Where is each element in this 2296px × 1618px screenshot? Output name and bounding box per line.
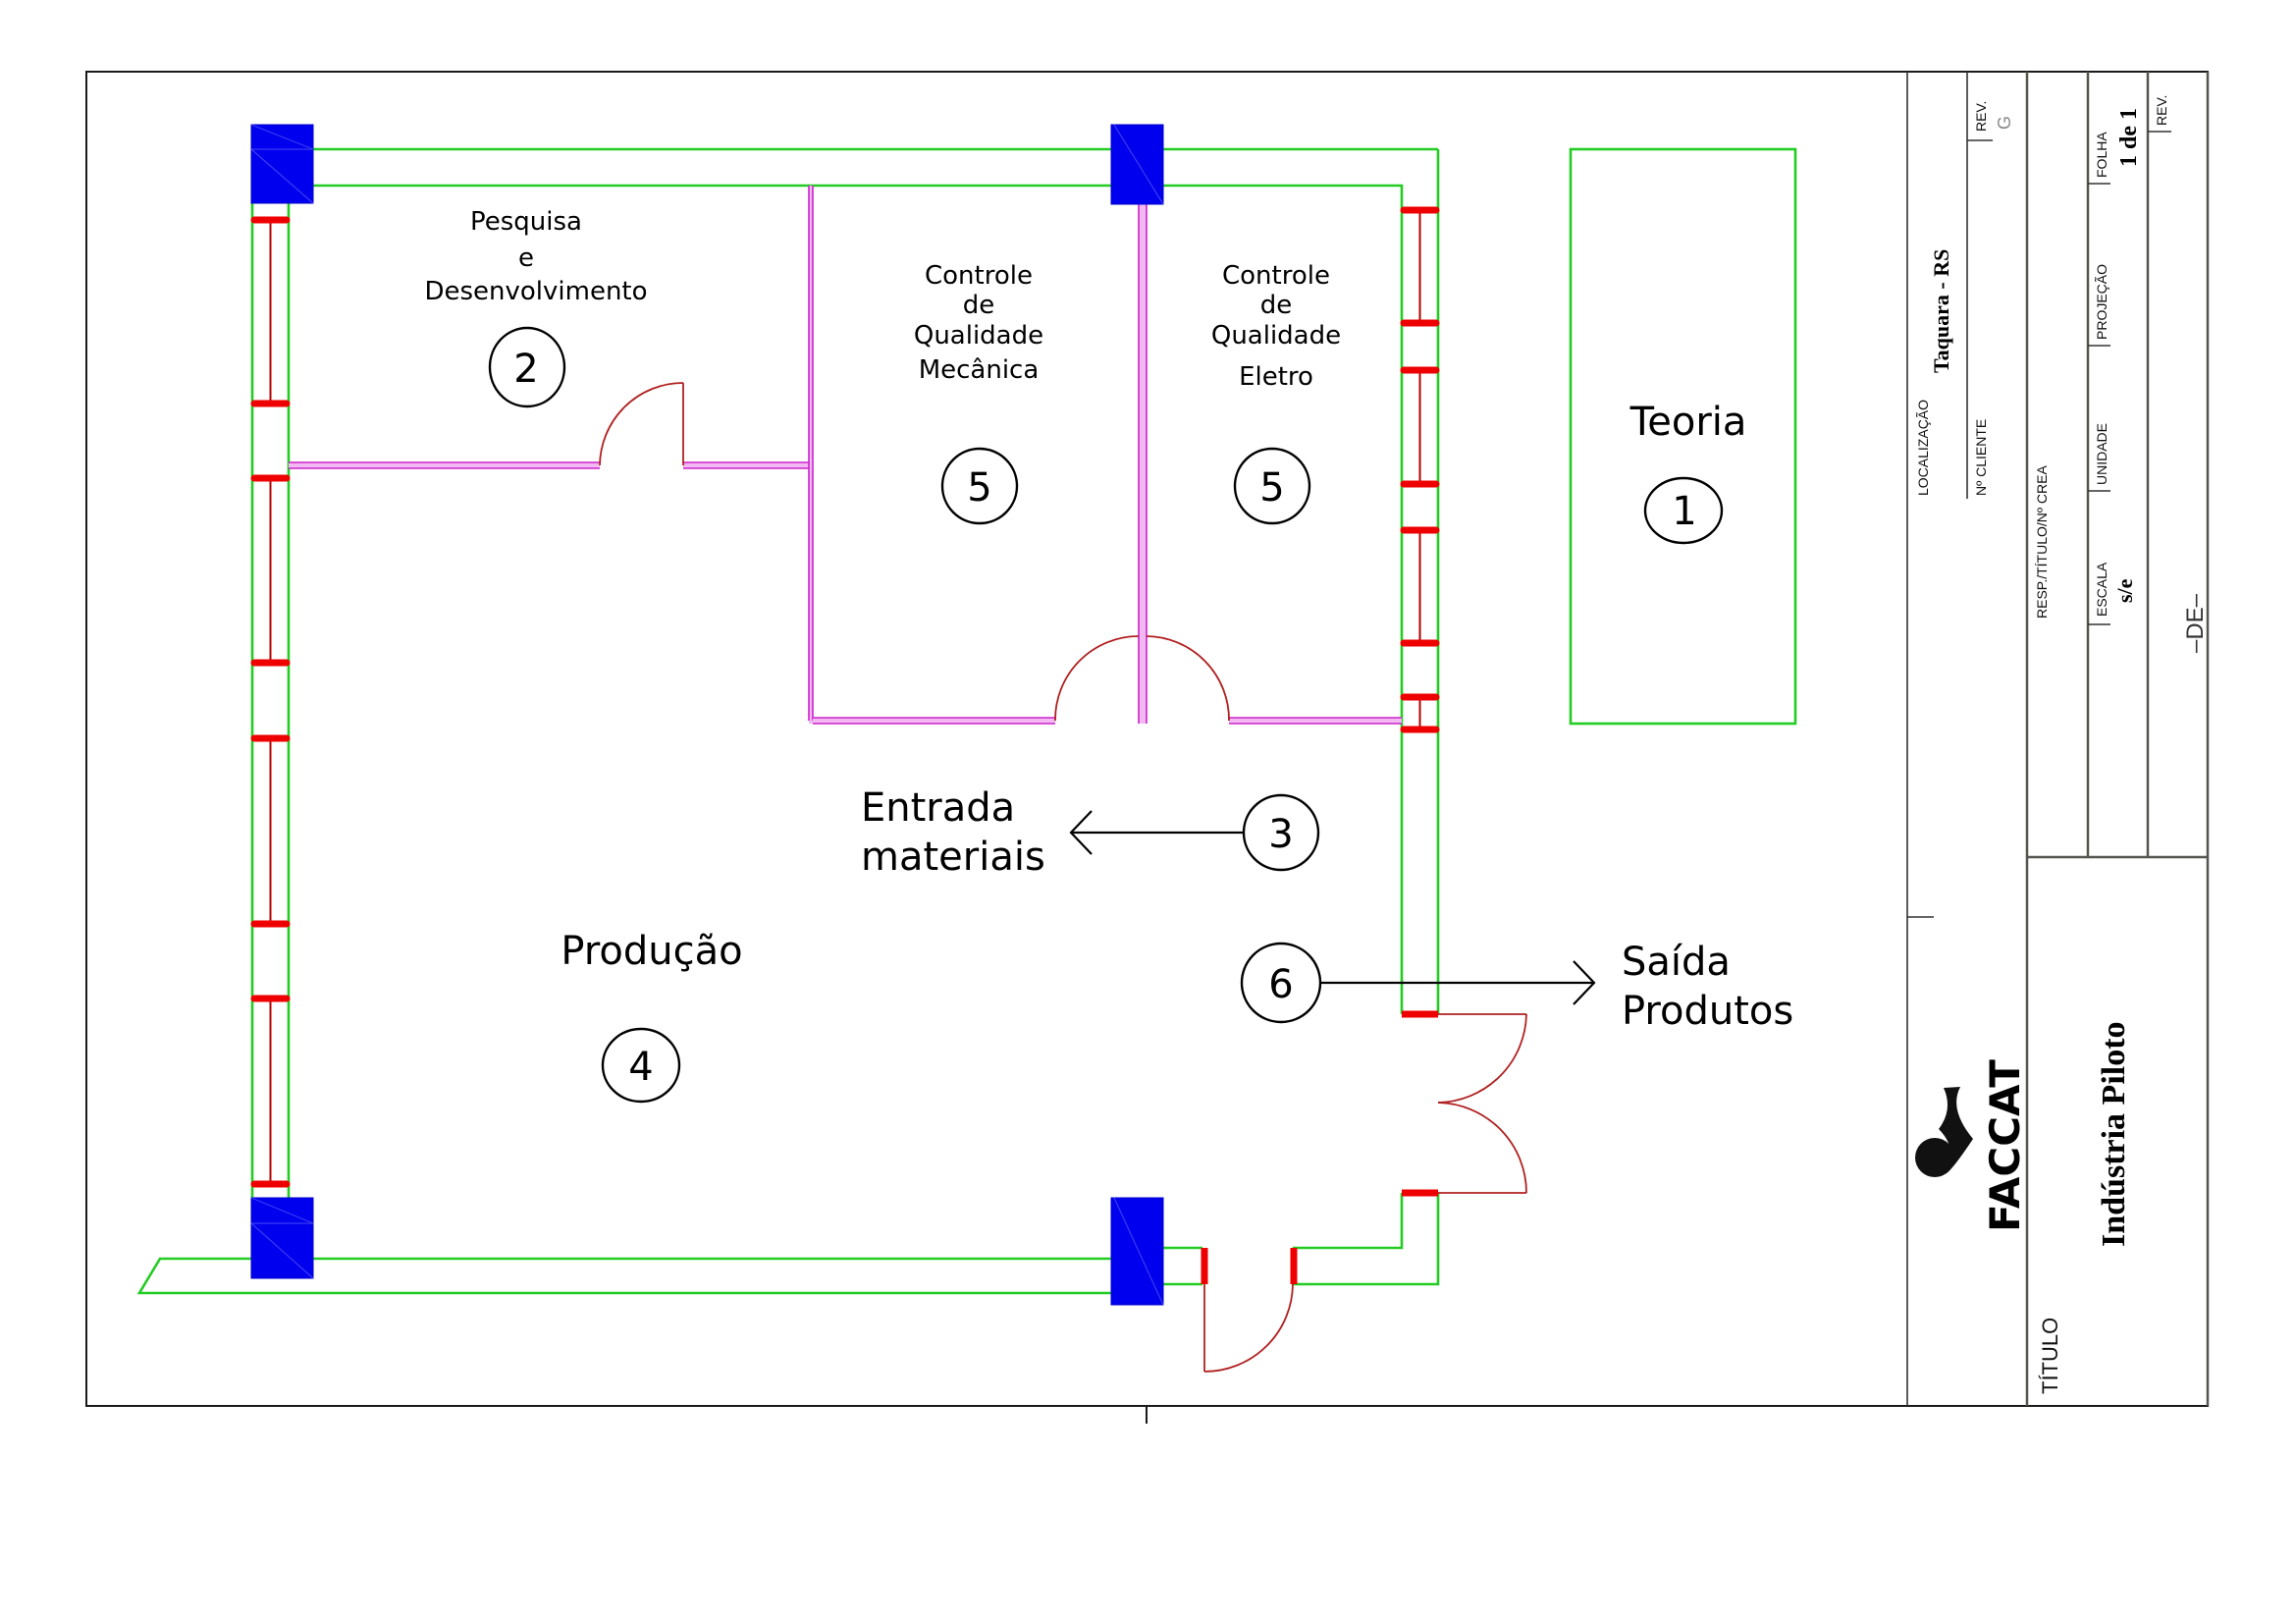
room-number-bubble [488,326,566,408]
interior-partitions [289,186,1402,725]
flow-number: 3 [1268,812,1293,857]
rev-value: G [1995,116,2014,130]
room-producao: Produção 4 [561,929,743,1104]
flow-label-line: Produtos [1622,989,1793,1034]
projection-label: PROJEÇÃO [2094,264,2109,340]
column-bottom-left [250,1197,314,1279]
window [1400,206,1440,327]
column-top-middle [1110,124,1164,205]
flow-label-line: materiais [861,835,1045,880]
door-cq-eletro [1146,635,1230,722]
wall-line [136,1257,1111,1295]
door-pesquisa [599,382,684,466]
windows [250,206,1440,1188]
de-label: –DE– [2182,593,2209,653]
flow-label-line: Entrada [861,785,1015,831]
room-number-bubble [1233,447,1311,525]
room-label-line: Qualidade [914,321,1043,351]
door-saida-produtos [1402,1010,1527,1197]
room-label-line: Desenvolvimento [424,277,647,306]
room-label: Teoria [1629,400,1747,445]
room-label-line: de [1260,291,1293,320]
logo-circle-icon [1915,1138,1954,1177]
sheet-value: 1 de 1 [2116,108,2142,167]
room-label-line: Controle [925,261,1033,291]
window [250,216,291,407]
location-value: Taquara - RS [1929,249,1953,373]
flow-saida-produtos: 6 Saída Produtos [1240,940,1793,1034]
teoria-building-outline [1569,147,1797,726]
rev-label: REV. [1973,101,1989,132]
location-label: LOCALIZAÇÃO [1915,400,1931,496]
door-cq-mecanica [1054,635,1140,722]
unit-label: UNIDADE [2094,423,2109,485]
structural-columns [250,124,1164,1306]
room-label-line: Mecânica [919,355,1040,385]
drawing-title: Indústria Piloto [2096,1021,2132,1247]
rev2-label: REV. [2154,95,2169,126]
logo-swoosh-icon [1939,1087,1973,1173]
window [1400,526,1440,647]
flow-number-bubble [1242,793,1320,872]
room-number: 1 [1672,489,1696,534]
column-bottom-middle [1110,1197,1164,1306]
wall-line [1163,184,1404,1014]
doors [599,382,1527,1373]
sheet-label: FOLHA [2094,132,2109,178]
title-label: TÍTULO [2038,1318,2062,1394]
window [1400,366,1440,488]
door-bottom-entrance [1201,1248,1298,1373]
responsible-label: RESP./TÍTULO/Nº CREA [2034,465,2050,619]
room-number-bubble [940,447,1019,525]
flow-entrada-materiais: Entrada materiais 3 [861,785,1320,880]
arrowhead-right-icon [1573,960,1596,1005]
room-label-line: Eletro [1239,362,1313,392]
room-number-bubble [1643,476,1724,545]
flow-label-line: Saída [1622,940,1731,985]
room-number: 5 [1259,465,1284,511]
client-label: Nº CLIENTE [1973,419,1989,496]
wall-line [1293,1193,1440,1286]
room-number: 5 [967,465,991,511]
room-pesquisa: Pesquisa e Desenvolvimento 2 [424,207,648,408]
room-number: 4 [628,1045,653,1090]
room-cq-mecanica: Controle de Qualidade Mecânica 5 [914,261,1043,525]
room-cq-eletro: Controle de Qualidade Eletro 5 [1211,261,1341,525]
flow-number: 6 [1268,962,1293,1007]
column-top-left [250,124,314,204]
room-label-line: Controle [1222,261,1330,291]
window [250,995,291,1188]
window [250,474,291,667]
room-number-bubble [601,1027,681,1104]
faccat-logo: FACCAT [1915,1059,2029,1232]
room-number: 2 [513,347,538,392]
room-label-line: Qualidade [1211,321,1341,351]
scale-label: ESCALA [2094,562,2109,617]
institution-name: FACCAT [1981,1059,2029,1232]
scale-value: s/e [2112,578,2137,603]
room-label: Produção [561,929,742,974]
window [250,734,291,928]
window [1400,693,1440,733]
arrowhead-left-icon [1069,810,1093,855]
title-block: REV. G LOCALIZAÇÃO Taquara - RS Nº CLIEN… [1906,72,2210,1406]
wall-line [1293,1193,1404,1250]
room-teoria: Teoria 1 [1629,400,1747,545]
room-label-line: Pesquisa [470,207,582,237]
room-label-line: de [963,291,995,320]
exterior-walls [136,147,1797,1295]
room-label-line: e [518,243,534,273]
